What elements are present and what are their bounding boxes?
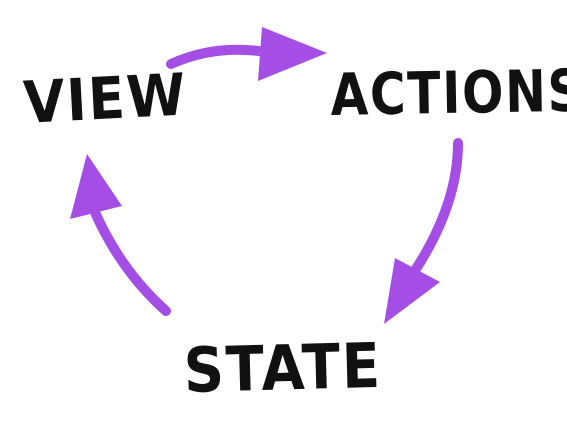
node-view: VIEW — [21, 60, 189, 137]
arrow-shaft-state-to-view — [89, 205, 171, 316]
arrow-actions-to-state — [384, 138, 463, 324]
arrowhead-state-to-view — [70, 154, 122, 219]
node-actions: ACTIONS — [329, 56, 567, 129]
arrow-view-to-actions — [166, 27, 327, 81]
arrow-shaft-view-to-actions — [166, 44, 271, 69]
arrowhead-actions-to-state — [384, 258, 440, 324]
arrowhead-view-to-actions — [258, 27, 327, 81]
arrow-state-to-view — [70, 154, 171, 316]
node-state: STATE — [182, 328, 383, 407]
arrow-shaft-actions-to-state — [409, 138, 463, 277]
